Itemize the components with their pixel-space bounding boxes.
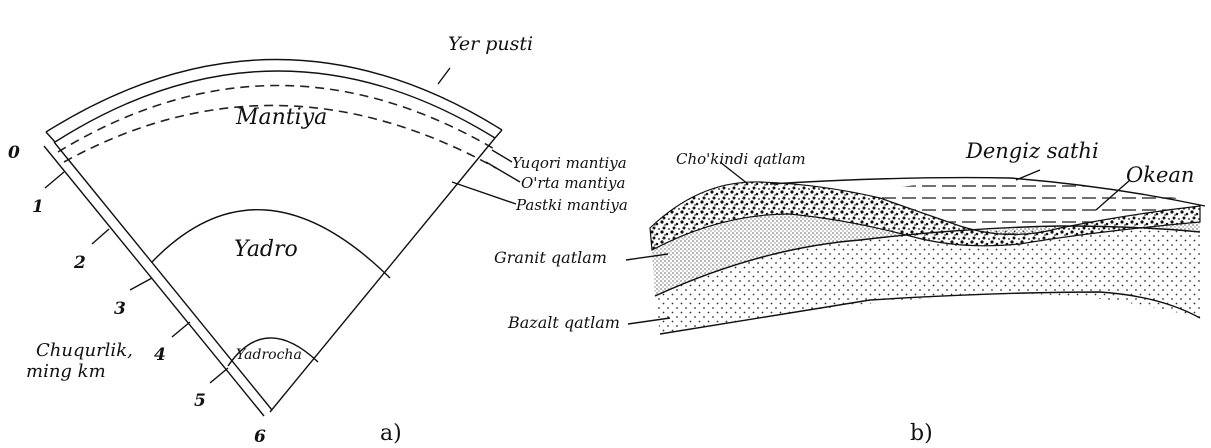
depth-tick-label-4: 4	[154, 345, 166, 365]
upper-mantle-label: Yuqori mantiya	[512, 154, 627, 172]
depth-axis-title-line2: ming km	[26, 361, 106, 382]
sea-level-label: Dengiz sathi	[965, 139, 1099, 163]
depth-tick-label-1: 1	[32, 197, 44, 217]
leader-sea-level	[1016, 170, 1040, 180]
middle-mantle-label: O'rta mantiya	[521, 174, 625, 192]
tick-3	[130, 278, 152, 290]
granite-layer-label: Granit qatlam	[494, 248, 607, 267]
core-label: Yadro	[234, 237, 298, 262]
ocean-label: Okean	[1126, 163, 1194, 187]
tick-2	[92, 229, 109, 244]
crust-right-cap	[495, 130, 502, 138]
leader-upper-mantle	[492, 150, 512, 162]
depth-tick-label-6: 6	[254, 427, 266, 447]
leader-lower-mantle	[452, 182, 516, 204]
leader-crust	[438, 68, 450, 84]
tick-5	[210, 368, 228, 383]
lower-mantle-label: Pastki mantiya	[515, 196, 628, 214]
depth-tick-label-3: 3	[114, 299, 126, 319]
mantle-label: Mantiya	[235, 105, 327, 130]
diagram-a-earth-sector: Yer pusti Mantiya Yuqori mantiya O'rta m…	[8, 33, 628, 447]
depth-tick-label-0: 0	[8, 143, 20, 163]
crust-left-cap	[46, 132, 55, 142]
sector-right-edge	[270, 138, 495, 412]
tick-1	[45, 172, 64, 188]
inner-core-label: Yadrocha	[236, 347, 302, 363]
depth-tick-label-2: 2	[73, 253, 86, 273]
basalt-layer-label: Bazalt qatlam	[507, 313, 620, 332]
earth-crust-label: Yer pusti	[448, 33, 533, 55]
depth-tick-label-5: 5	[194, 391, 206, 411]
caption-b: b)	[910, 421, 933, 446]
caption-a: a)	[380, 421, 402, 446]
tick-4	[172, 322, 190, 337]
sediment-layer-label: Cho'kindi qatlam	[676, 150, 806, 168]
depth-axis-title-line1: Chuqurlik,	[36, 340, 133, 361]
